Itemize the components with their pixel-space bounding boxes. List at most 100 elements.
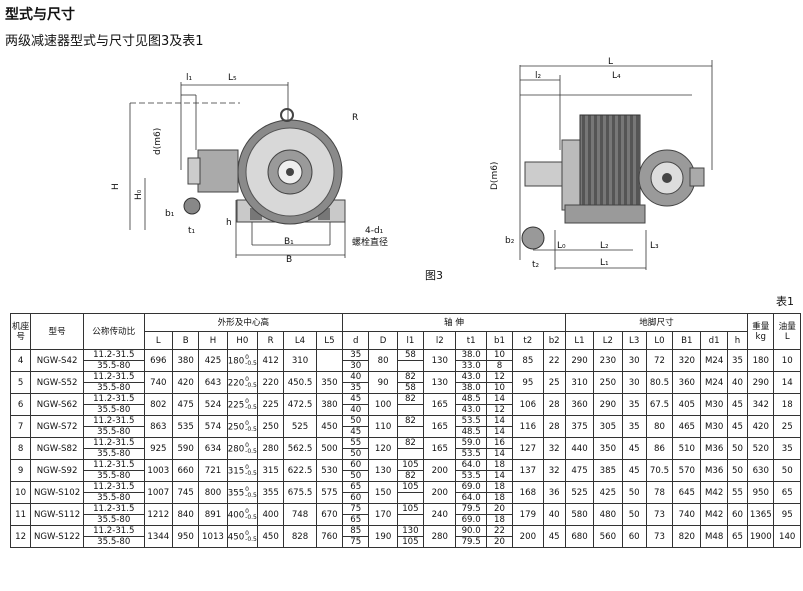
cell-t2: 179: [512, 503, 544, 526]
label-b2: b₂: [505, 236, 515, 246]
cell-t2: 85: [512, 349, 544, 372]
cell-L5: 350: [315, 371, 344, 394]
cell-oil: 50: [773, 459, 801, 482]
cell-weight: 342: [747, 393, 775, 416]
cell-b1: 14: [485, 448, 514, 460]
cell-d: 50: [342, 470, 370, 482]
cell-seat: 8: [9, 437, 32, 460]
cell-t1: 38.0: [455, 349, 487, 361]
cell-b2: 32: [542, 459, 566, 482]
cell-D: 150: [368, 481, 398, 504]
cell-H: 643: [198, 371, 228, 394]
header-group-shaft: 轴 伸: [342, 313, 566, 332]
cell-B1: 360: [672, 371, 702, 394]
cell-d: 65: [342, 514, 370, 526]
header-seat: 机座号: [9, 313, 32, 350]
cell-ratio: 35.5-80: [82, 492, 145, 504]
cell-L4: 450.5: [283, 371, 317, 394]
cell-ratio: 35.5-80: [82, 382, 145, 394]
cell-B1: 510: [672, 437, 702, 460]
header-col-t2: t2: [512, 331, 544, 350]
cell-l2: 130: [423, 371, 457, 394]
section-subtitle: 两级减速器型式与尺寸见图3及表1: [5, 34, 204, 49]
cell-B: 590: [171, 437, 200, 460]
cell-L3: 45: [621, 459, 647, 482]
cell-l1: [396, 360, 425, 372]
cell-l1: 105: [396, 503, 425, 515]
cell-oil: 14: [773, 371, 801, 394]
cell-t1: 43.0: [455, 371, 487, 383]
cell-l1: 82: [396, 437, 425, 449]
cell-H0-tolerance: 0-0.5: [245, 375, 257, 389]
cell-l1: 82: [396, 393, 425, 405]
cell-b2: 36: [542, 481, 566, 504]
cell-l1: [396, 426, 425, 438]
label-D: D(m6): [490, 162, 500, 190]
header-col-R: R: [257, 331, 285, 350]
cell-ratio: 35.5-80: [82, 426, 145, 438]
cell-L1: 290: [564, 349, 595, 372]
cell-H0-tolerance: 0-0.5: [245, 485, 256, 499]
cell-L1: 440: [564, 437, 595, 460]
cell-seat: 10: [9, 481, 32, 504]
cell-t2: 127: [512, 437, 544, 460]
cell-H0-tolerance: 0-0.5: [245, 464, 256, 477]
header-col-L3: L3: [621, 331, 647, 350]
cell-d1: M36: [700, 459, 728, 482]
cell-h: 55: [726, 481, 749, 504]
cell-d: 60: [342, 459, 370, 471]
cell-L: 802: [143, 393, 173, 416]
cell-L3: 50: [621, 503, 647, 526]
tolerance-upper: 0: [245, 375, 249, 383]
cell-ratio: 35.5-80: [82, 470, 145, 482]
cell-H: 634: [198, 437, 228, 460]
cell-L4: 622.5: [283, 459, 317, 482]
cell-t2: 116: [512, 415, 544, 438]
cell-l1: 130: [396, 525, 425, 537]
tolerance-lower: -0.5: [245, 535, 257, 543]
cell-t2: 200: [512, 525, 544, 548]
cell-l1: [396, 492, 425, 504]
tolerance-lower: -0.5: [245, 403, 257, 411]
header-oil-unit: L: [784, 331, 790, 342]
cell-d: 75: [342, 536, 370, 548]
cell-D: 90: [368, 371, 398, 394]
cell-L0: 73: [645, 503, 674, 526]
cell-d1: M30: [700, 415, 728, 438]
cell-ratio: 11.2-31.5: [82, 415, 145, 427]
cell-b1: 22: [485, 525, 514, 537]
cell-H0-value: 280: [227, 444, 245, 454]
cell-L3: 35: [621, 393, 647, 416]
tolerance-upper: 0: [245, 353, 249, 361]
cell-t1: 69.0: [455, 481, 487, 493]
cell-t1: 53.5: [455, 448, 487, 460]
tolerance-upper: 0: [245, 485, 249, 493]
cell-R: 400: [257, 503, 285, 526]
cell-model: NGW-S122: [30, 525, 84, 548]
cell-t1: 53.5: [455, 470, 487, 482]
cell-seat: 12: [9, 525, 32, 548]
label-d: d(m6): [153, 128, 163, 155]
cell-R: 280: [257, 437, 285, 460]
cell-b1: 8: [485, 360, 514, 372]
cell-d: 35: [342, 382, 370, 394]
cell-b2: 45: [542, 525, 566, 548]
cell-l2: 165: [423, 415, 457, 438]
tolerance-lower: -0.5: [245, 381, 257, 389]
cell-d: 50: [342, 415, 370, 427]
cell-L1: 310: [564, 371, 595, 394]
cell-t1: 69.0: [455, 514, 487, 526]
cell-B1: 405: [672, 393, 702, 416]
cell-l2: 280: [423, 525, 457, 548]
cell-l2: 200: [423, 459, 457, 482]
